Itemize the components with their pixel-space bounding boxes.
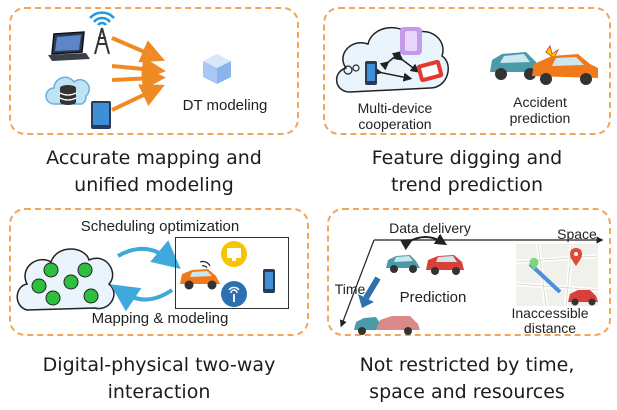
- phone-icon: [263, 269, 275, 293]
- map-icon: [515, 243, 599, 307]
- physical-devices-box: [175, 237, 289, 309]
- wifi-tower-icon: [89, 11, 115, 55]
- caption-top-right-1: Feature digging and: [371, 147, 563, 169]
- inaccessible-label-1: Inaccessible: [511, 305, 589, 321]
- inaccessible-label-2: distance: [523, 320, 577, 336]
- car-icon: [532, 44, 598, 85]
- cube-icon: [203, 54, 231, 84]
- accident-label-2: prediction: [509, 110, 571, 126]
- router-icon: [221, 281, 247, 307]
- caption-bottom-left-1: Digital-physical two-way: [42, 354, 276, 376]
- scheduling-label: Scheduling optimization: [80, 218, 240, 235]
- caption-top-left-1: Accurate mapping and: [46, 147, 262, 169]
- laptop-icon: [48, 31, 90, 61]
- panel-bottom-left: [9, 208, 309, 336]
- dt-modeling-label: DT modeling: [182, 97, 268, 114]
- multi-device-label-2: cooperation: [358, 116, 432, 132]
- car-icon: [180, 260, 220, 290]
- monitor-icon: [221, 241, 247, 267]
- panel-top-right: [323, 7, 611, 135]
- mapping-label: Mapping & modeling: [91, 310, 229, 327]
- axes: [339, 233, 604, 328]
- prediction-label: Prediction: [399, 289, 467, 306]
- space-label: Space: [557, 226, 597, 242]
- blue-cycle-arrows: [110, 240, 181, 312]
- cloud-database-icon: [45, 76, 90, 105]
- panel-top-left: [9, 7, 299, 135]
- car-icon: [568, 290, 598, 306]
- phone-icon: [365, 61, 377, 85]
- caption-bottom-right-1: Not restricted by time,: [359, 354, 575, 376]
- data-delivery-label: Data delivery: [389, 220, 471, 236]
- prediction-arrow: [358, 276, 381, 308]
- orange-arrows: [111, 36, 166, 112]
- caption-bottom-right-2: space and resources: [369, 381, 565, 403]
- panel-bottom-right: [327, 208, 611, 336]
- car-icon: [426, 255, 464, 275]
- cloud-icon: [16, 248, 115, 311]
- caption-top-left-2: unified modeling: [74, 174, 234, 196]
- caption-bottom-left-2: interaction: [107, 381, 211, 403]
- accident-label-1: Accident: [513, 94, 567, 110]
- car-icon: [490, 52, 540, 80]
- caption-top-right-2: trend prediction: [391, 174, 543, 196]
- multi-device-label-1: Multi-device: [357, 100, 433, 116]
- phone-icon: [400, 27, 422, 55]
- tablet-icon: [91, 101, 111, 129]
- car-icon: [386, 255, 420, 273]
- car-icon: [354, 316, 420, 335]
- time-label: Time: [334, 281, 366, 297]
- robot-icon: [416, 59, 444, 83]
